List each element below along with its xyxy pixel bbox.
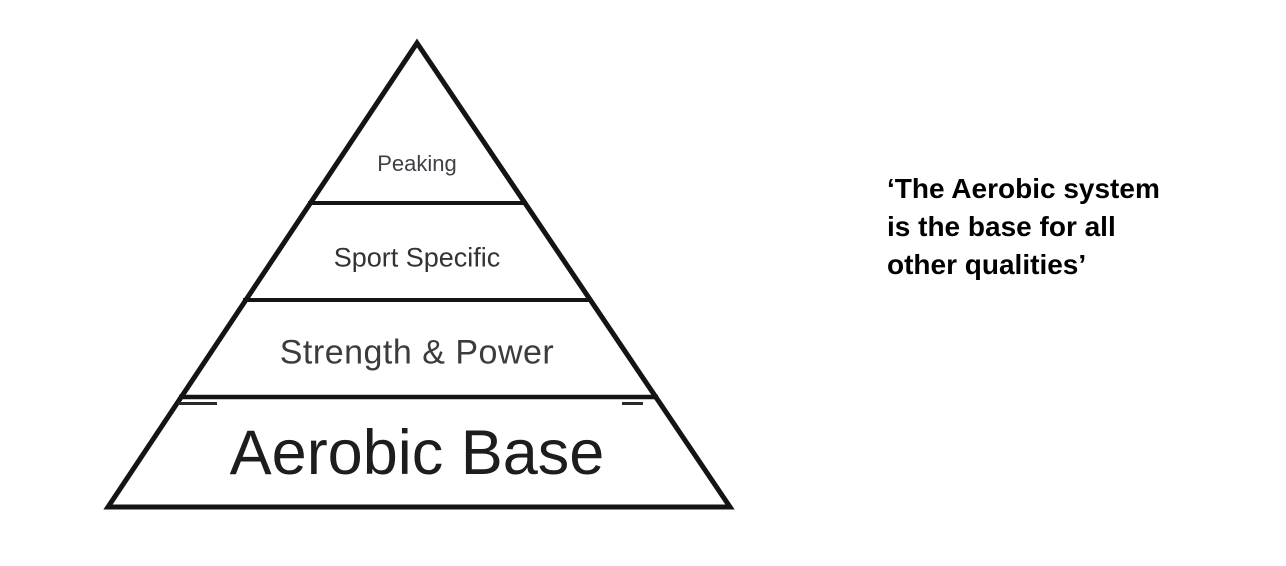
quote-line-2: is the base for all	[887, 211, 1116, 242]
quote-text: ‘The Aerobic system is the base for all …	[887, 170, 1217, 284]
pyramid-level-label-peaking: Peaking	[377, 151, 457, 176]
pyramid-level-label-sport-specific: Sport Specific	[333, 242, 501, 273]
pyramid-level-label-aerobic-base: Aerobic Base	[229, 418, 605, 488]
pyramid-outline	[103, 38, 735, 510]
quote-line-1: ‘The Aerobic system	[887, 173, 1160, 204]
quote-line-3: other qualities’	[887, 249, 1087, 280]
pyramid-level-label-strength-power: Strength & Power	[279, 333, 555, 372]
